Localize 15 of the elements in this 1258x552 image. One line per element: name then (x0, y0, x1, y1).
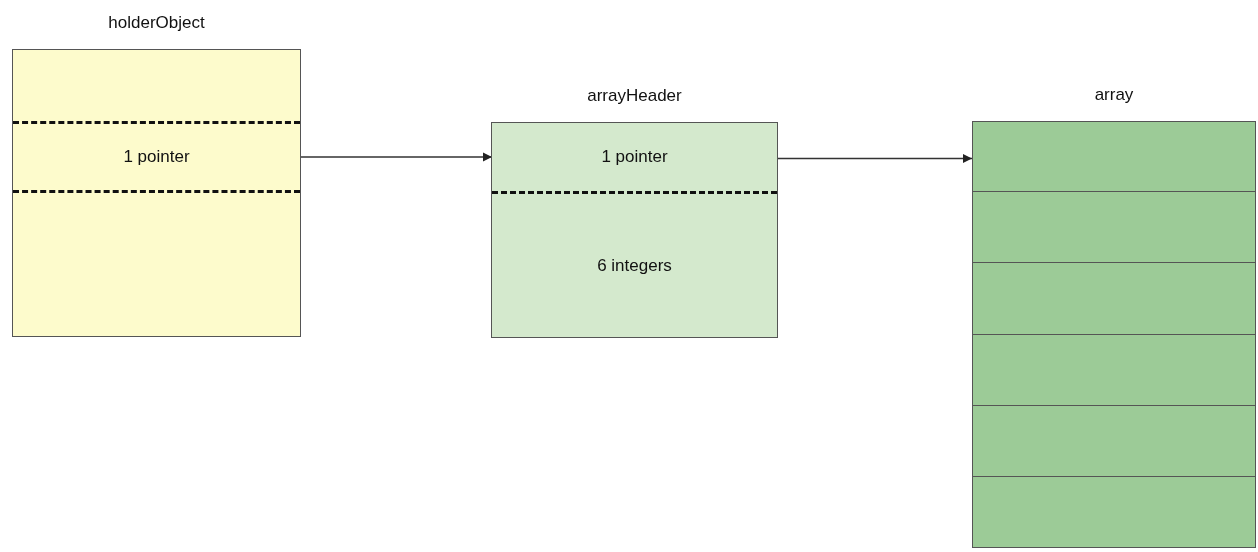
block-heading: holderObject (108, 13, 205, 33)
array-cell (972, 191, 1256, 263)
array-cell (972, 405, 1256, 477)
block-heading: array (1094, 85, 1134, 105)
block-heading: arrayHeader (587, 86, 682, 106)
field-label: 1 pointer (601, 147, 668, 167)
array-cell (972, 262, 1256, 335)
array-cell (972, 476, 1256, 548)
array-cell (972, 334, 1256, 406)
field-label: 1 pointer (123, 147, 190, 167)
field-label: 6 integers (597, 255, 672, 276)
array-cell (972, 121, 1256, 192)
arrow (776, 153, 973, 164)
memory-field (13, 121, 300, 193)
arrow (299, 152, 493, 162)
